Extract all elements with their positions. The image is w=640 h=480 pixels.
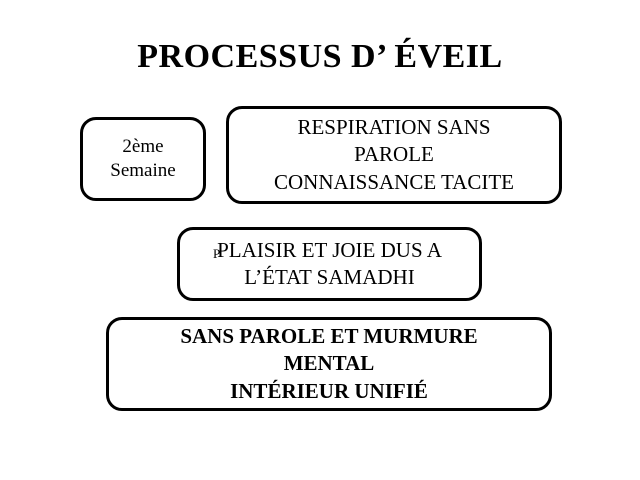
box-murmure: SANS PAROLE ET MURMURE MENTAL INTÉRIEUR … — [106, 317, 552, 411]
box-plaisir-label: PLAISIR ET JOIE DUS A L’ÉTAT SAMADHI — [217, 237, 442, 289]
box-plaisir: PLAISIR ET JOIE DUS A L’ÉTAT SAMADHI — [177, 227, 482, 301]
box-week-label: 2ème Semaine — [110, 135, 176, 181]
box-week: 2ème Semaine — [80, 117, 206, 201]
page-title: PROCESSUS D’ ÉVEIL — [137, 38, 503, 75]
box-murmure-label: SANS PAROLE ET MURMURE MENTAL INTÉRIEUR … — [180, 324, 478, 403]
box-respiration: RESPIRATION SANS PAROLE CONNAISSANCE TAC… — [226, 106, 562, 204]
box-respiration-label: RESPIRATION SANS PAROLE CONNAISSANCE TAC… — [273, 115, 515, 194]
